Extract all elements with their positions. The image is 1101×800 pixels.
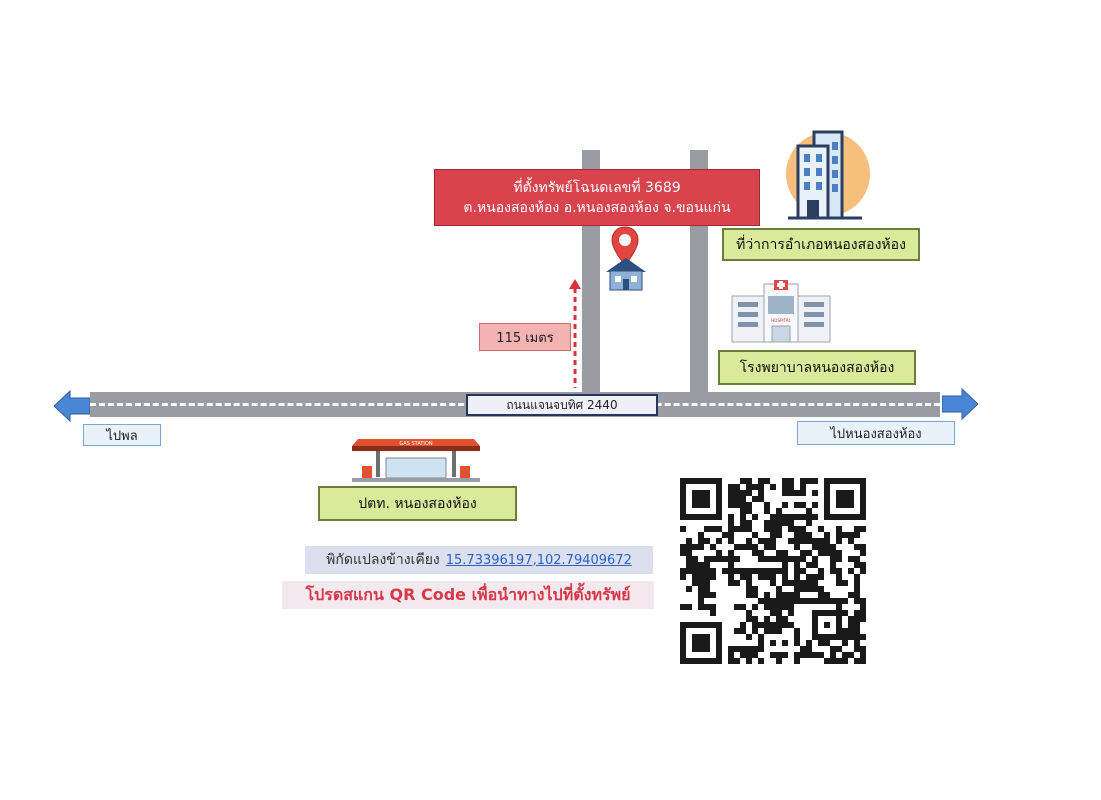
road-name-label: ถนนแจนจบทิศ 2440 [466, 394, 658, 416]
building-icon [786, 130, 870, 220]
house-icon [606, 258, 646, 291]
gas-station-icon: GAS STATION [352, 439, 480, 482]
direction-left-text: ไปพล [106, 428, 138, 444]
direction-right-label: ไปหนองสองห้อง [797, 421, 955, 445]
arrow-left-icon [54, 390, 90, 422]
road-name-text: ถนนแจนจบทิศ 2440 [506, 397, 618, 412]
hospital-icon: HOSPITAL [731, 280, 831, 343]
gas-station-text: ปตท. หนองสองห้อง [358, 495, 477, 512]
hospital-label: โรงพยาบาลหนองสองห้อง [718, 350, 916, 385]
scan-prompt: โปรดสแกน QR Code เพื่อนำทางไปที่ตั้งทรัพ… [282, 581, 654, 609]
qr-code[interactable] [680, 478, 866, 664]
hospital-text: โรงพยาบาลหนองสองห้อง [739, 359, 895, 376]
gas-station-label: ปตท. หนองสองห้อง [318, 486, 517, 521]
coordinates-label: พิกัดแปลงข้างเคียง [326, 552, 440, 568]
distance-label: 115 เมตร [479, 323, 571, 351]
property-title-line2: ต.หนองสองห้อง อ.หนองสองห้อง จ.ขอนแก่น [463, 199, 731, 216]
district-office-label: ที่ว่าการอำเภอหนองสองห้อง [722, 228, 920, 261]
scan-prompt-text: โปรดสแกน QR Code เพื่อนำทางไปที่ตั้งทรัพ… [305, 584, 631, 604]
distance-arrow-icon [569, 279, 581, 388]
distance-text: 115 เมตร [496, 330, 554, 346]
district-office-text: ที่ว่าการอำเภอหนองสองห้อง [736, 236, 906, 253]
property-title-box: ที่ตั้งทรัพย์โฉนดเลขที่ 3689 ต.หนองสองห้… [434, 169, 760, 226]
direction-left-label: ไปพล [83, 424, 161, 446]
arrow-right-icon [942, 388, 978, 420]
direction-right-text: ไปหนองสองห้อง [830, 426, 922, 442]
gas-sign: GAS STATION [399, 441, 432, 447]
coordinates-link[interactable]: 15.73396197,102.79409672 [445, 552, 632, 568]
property-title-line1: ที่ตั้งทรัพย์โฉนดเลขที่ 3689 [513, 179, 681, 196]
hospital-sign: HOSPITAL [771, 318, 791, 323]
coordinates-bar: พิกัดแปลงข้างเคียง 15.73396197,102.79409… [305, 546, 653, 574]
